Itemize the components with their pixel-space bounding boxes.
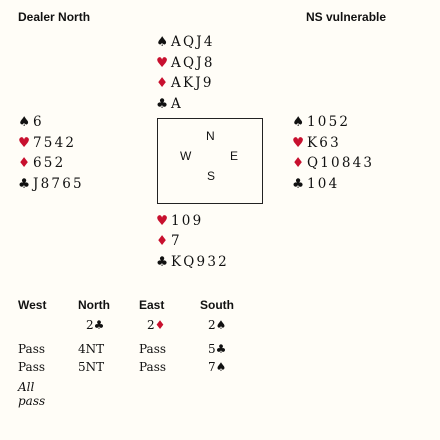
compass-north: N: [206, 129, 215, 143]
east-hearts-cards: K63: [307, 134, 341, 151]
spade-suit-icon: ♠: [292, 114, 305, 130]
club-suit-icon: ♣: [156, 253, 169, 270]
hand-east: ♠1052♥K63♦Q10843♣104: [292, 112, 374, 194]
heart-suit-icon: ♥: [156, 54, 169, 71]
west-clubs-line: ♣J8765: [18, 174, 84, 195]
auction-bid: Pass: [139, 360, 167, 374]
compass-west: W: [180, 149, 192, 163]
heart-suit-icon: ♥: [292, 134, 305, 151]
south-diamonds-cards: 7: [171, 233, 182, 249]
hand-west: ♠6♥7542♦652♣J8765: [18, 112, 84, 194]
west-clubs-cards: J8765: [33, 175, 84, 192]
auction-bid: Pass: [18, 360, 46, 374]
club-suit-icon: ♣: [18, 175, 31, 192]
north-hearts-line: ♥AQJ8: [156, 53, 215, 74]
east-hearts-line: ♥K63: [292, 133, 374, 154]
spade-suit-icon: ♠: [18, 114, 31, 130]
east-diamonds-line: ♦Q10843: [292, 153, 374, 174]
compass-east: E: [230, 149, 239, 163]
north-hearts-cards: AQJ8: [171, 54, 215, 71]
west-spades-cards: 6: [33, 114, 44, 130]
diamond-suit-icon: ♦: [292, 155, 305, 171]
diamond-suit-icon: ♦: [18, 155, 31, 171]
auction-header-south: South: [200, 298, 234, 312]
east-spades-line: ♠1052: [292, 112, 374, 133]
auction-bid: 5♣: [208, 342, 227, 356]
east-spades-cards: 1052: [307, 114, 351, 130]
heart-suit-icon: ♥: [18, 134, 31, 151]
auction-header-north: North: [78, 298, 110, 312]
club-suit-icon: ♣: [156, 95, 169, 112]
hand-north: ♠AQJ4♥AQJ8♦AKJ9♣A: [156, 32, 215, 114]
south-clubs-cards: KQ932: [171, 253, 229, 270]
south-hearts-line: ♥109: [156, 211, 229, 232]
auction-note: All pass: [18, 380, 46, 408]
north-clubs-cards: A: [171, 95, 183, 112]
south-clubs-line: ♣KQ932: [156, 252, 229, 273]
west-diamonds-cards: 652: [33, 155, 66, 171]
auction-header-west: West: [18, 298, 47, 312]
west-hearts-line: ♥7542: [18, 133, 84, 154]
north-diamonds-cards: AKJ9: [171, 75, 214, 91]
west-spades-line: ♠6: [18, 112, 84, 133]
north-clubs-line: ♣A: [156, 94, 215, 115]
east-clubs-line: ♣104: [292, 174, 374, 195]
auction-bid: 2♣: [86, 318, 105, 332]
south-hearts-cards: 109: [171, 212, 204, 229]
auction-bid: 2♦: [147, 318, 166, 332]
auction-bid: 4NT: [78, 342, 105, 356]
spade-suit-icon: ♠: [156, 34, 169, 50]
auction-header-east: East: [139, 298, 165, 312]
east-clubs-cards: 104: [307, 175, 340, 192]
compass-south: S: [207, 169, 216, 183]
compass-box: N W E S: [157, 118, 263, 204]
auction-bid: Pass: [18, 342, 46, 356]
diamond-suit-icon: ♦: [156, 75, 169, 91]
north-spades-line: ♠AQJ4: [156, 32, 215, 53]
west-diamonds-line: ♦652: [18, 153, 84, 174]
club-suit-icon: ♣: [292, 175, 305, 192]
vulnerability-label: NS vulnerable: [306, 10, 387, 24]
diamond-suit-icon: ♦: [156, 233, 169, 249]
west-hearts-cards: 7542: [33, 134, 77, 151]
auction-bid: 2♠: [208, 318, 227, 332]
south-diamonds-line: ♦7: [156, 231, 229, 252]
north-diamonds-line: ♦AKJ9: [156, 73, 215, 94]
auction-bid: 5NT: [78, 360, 105, 374]
auction-bid: Pass: [139, 342, 167, 356]
north-spades-cards: AQJ4: [171, 34, 215, 50]
heart-suit-icon: ♥: [156, 212, 169, 229]
auction-bid: 7♠: [208, 360, 227, 374]
east-diamonds-cards: Q10843: [307, 155, 375, 171]
dealer-label: Dealer North: [18, 10, 91, 24]
